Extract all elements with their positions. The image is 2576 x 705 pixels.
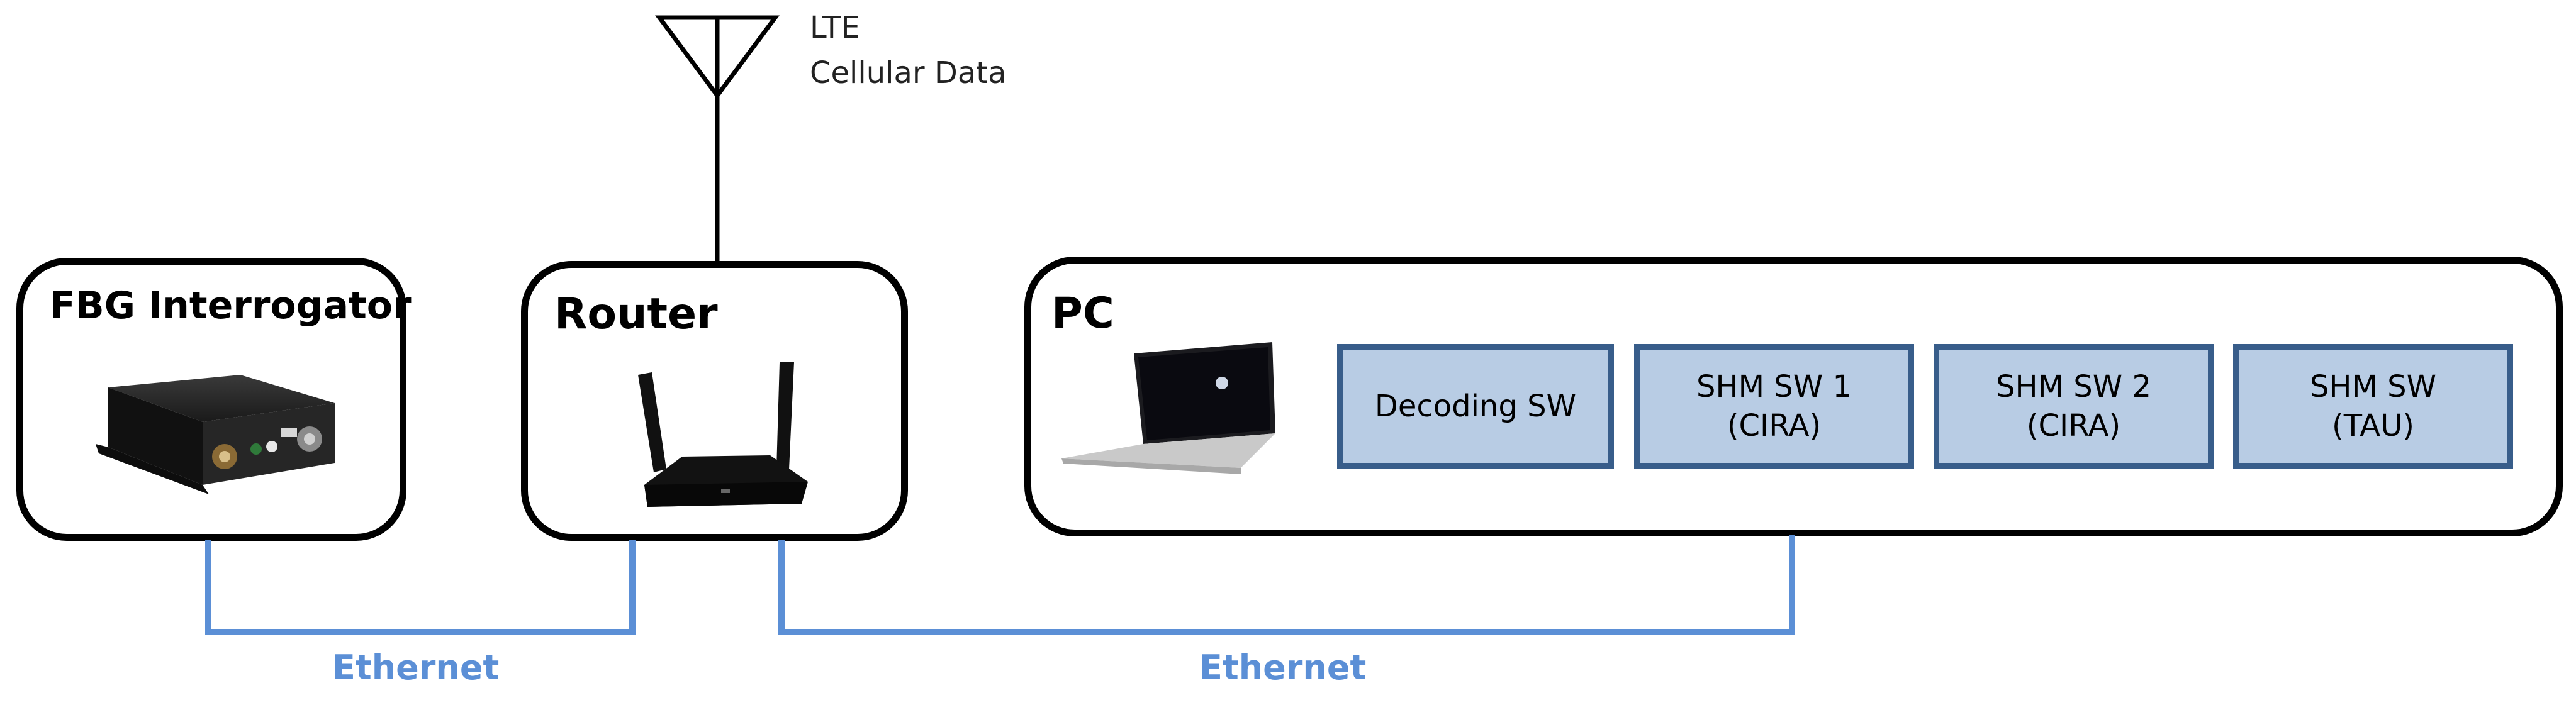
antenna-label: LTE Cellular Data <box>810 5 1007 96</box>
ethernet-link-left-drop-fbg <box>205 540 211 635</box>
ethernet-link-left-horizontal <box>205 629 636 635</box>
ethernet-link-right-horizontal <box>778 629 1795 635</box>
shm-sw-tau-block: SHM SW (TAU) <box>2233 344 2513 469</box>
decoding-sw-block: Decoding SW <box>1337 344 1614 469</box>
laptop-icon <box>1061 342 1275 474</box>
router-device-icon <box>638 362 808 507</box>
router-title: Router <box>554 289 718 339</box>
antenna-label-cellular: Cellular Data <box>810 55 1007 91</box>
fbg-interrogator-title: FBG Interrogator <box>50 284 412 328</box>
antenna-label-lte: LTE <box>810 10 860 45</box>
pc-box: PC Decoding SW SHM SW 1 (CIRA) SHM SW 2 … <box>1024 257 2563 536</box>
antenna-icon <box>655 15 780 261</box>
router-box: Router <box>521 261 908 541</box>
shm-sw-tau-label: SHM SW <box>2309 369 2437 404</box>
shm-sw-2-sublabel: (CIRA) <box>2026 408 2121 443</box>
ethernet-link-right-drop-pc <box>1789 535 1795 635</box>
shm-sw-1-block: SHM SW 1 (CIRA) <box>1634 344 1914 469</box>
shm-sw-2-block: SHM SW 2 (CIRA) <box>1934 344 2214 469</box>
shm-sw-tau-sublabel: (TAU) <box>2331 408 2414 443</box>
shm-sw-1-label: SHM SW 1 <box>1696 369 1852 404</box>
pc-title: PC <box>1051 289 1114 338</box>
ethernet-link-left-drop-router <box>629 540 636 635</box>
ethernet-label-right: Ethernet <box>1199 648 1367 687</box>
fbg-interrogator-device-icon <box>96 375 335 494</box>
fbg-interrogator-box: FBG Interrogator <box>16 258 412 541</box>
ethernet-label-left: Ethernet <box>332 648 500 687</box>
decoding-sw-label: Decoding SW <box>1374 388 1577 424</box>
ethernet-link-right-drop-router <box>778 540 785 635</box>
shm-sw-2-label: SHM SW 2 <box>1996 369 2151 404</box>
shm-sw-1-sublabel: (CIRA) <box>1727 408 1822 443</box>
